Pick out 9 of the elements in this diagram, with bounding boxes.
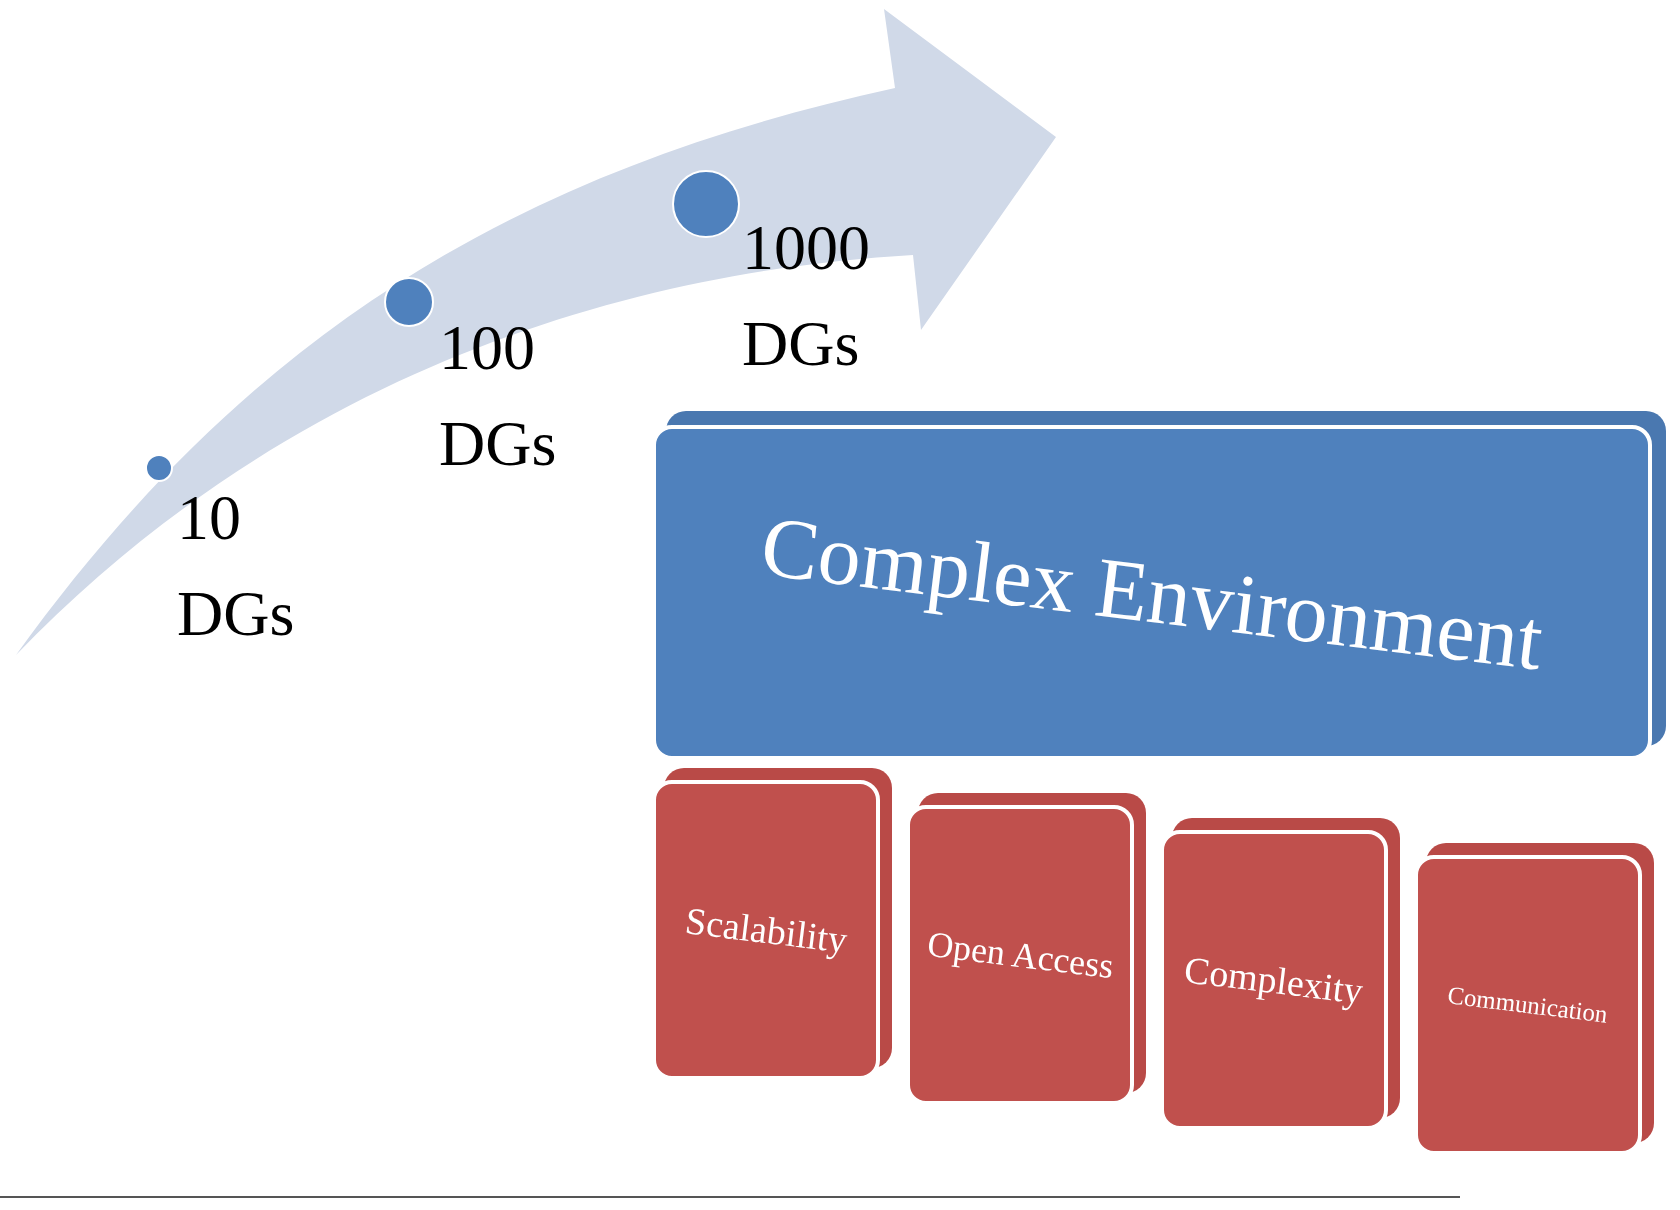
block-text: Scalability xyxy=(682,898,850,962)
milestone-dot xyxy=(145,454,173,482)
block-text: Communication xyxy=(1446,981,1610,1029)
milestone-label: 10 DGs xyxy=(177,481,296,651)
milestone-label: 100 DGs xyxy=(439,311,558,481)
block-text: Open Access xyxy=(924,922,1116,988)
block-text: Complex Environment xyxy=(755,495,1549,690)
milestone-label: 1000 DGs xyxy=(742,211,871,381)
block-text: Complexity xyxy=(1182,947,1366,1013)
